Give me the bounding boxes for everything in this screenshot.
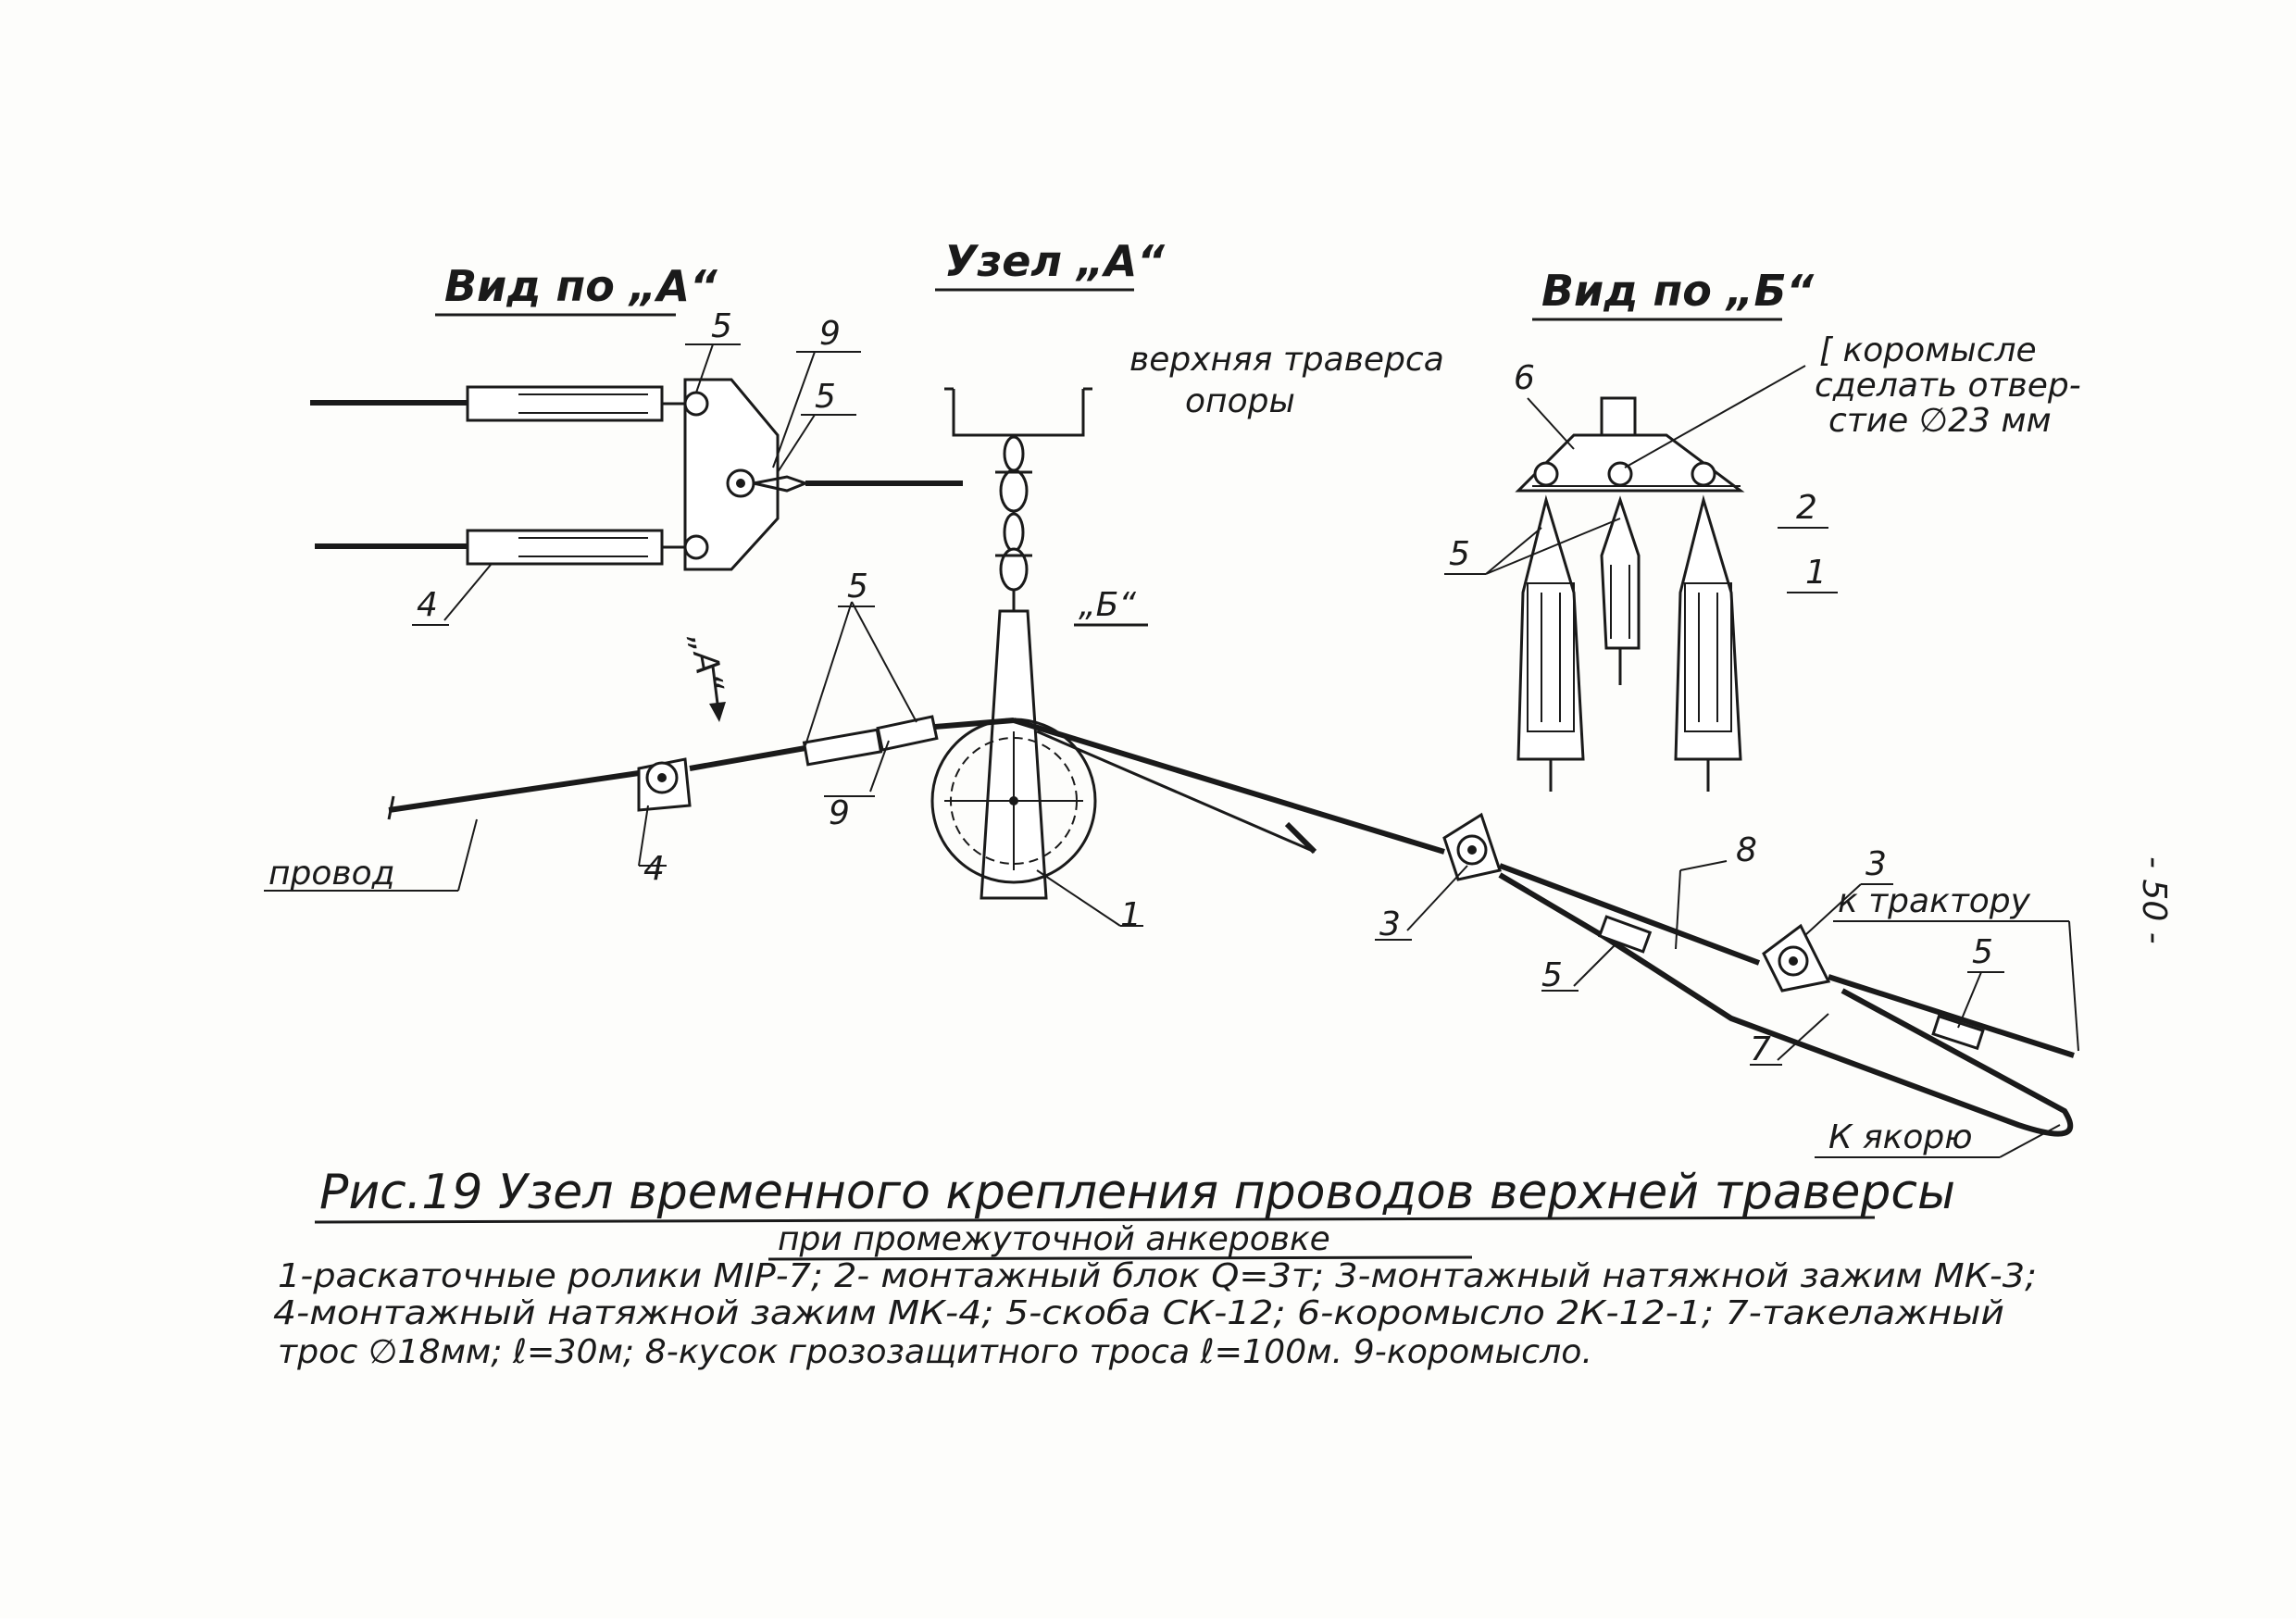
callout-5-mid: 5 (1541, 956, 1563, 994)
callout-8: 8 (1736, 831, 1757, 869)
hole-note-line3: стие ∅23 мм (1828, 402, 2052, 440)
callout-3-first: 3 (1379, 905, 1401, 943)
clamp-3-second (1762, 923, 1831, 993)
callout-5-view-a-top: 5 (711, 307, 732, 345)
callout-3-second: 3 (1866, 845, 1887, 883)
view-b-center-block (1600, 495, 1641, 650)
rope-8 (1498, 863, 1761, 966)
rope-to-tractor (1828, 974, 2075, 1058)
callout-5-view-a-mid: 5 (815, 378, 836, 416)
view-a-upper-clamp (466, 385, 664, 422)
yoke-9 (876, 715, 939, 752)
view-a-lower-clamp (466, 529, 664, 566)
callout-6: 6 (1514, 359, 1535, 397)
to-anchor-label: К якорю (1828, 1118, 1973, 1156)
callout-7: 7 (1750, 1030, 1771, 1068)
clamp-4 (637, 757, 692, 812)
clamp-3-first (1442, 812, 1502, 881)
callout-5-view-b: 5 (1449, 535, 1470, 573)
caption-subtitle: при промежуточной анкеровке (778, 1220, 1330, 1258)
callout-5-right: 5 (1972, 933, 1993, 971)
callout-1-node-a: 1 (1120, 896, 1142, 934)
arrow-b-label: „Б“ (1079, 586, 1136, 624)
callout-4-view-a: 4 (417, 586, 438, 624)
node-a-header: Узел „А“ (944, 236, 1165, 286)
shackle-5-right (1931, 1014, 1985, 1051)
to-tractor-label: к трактору (1838, 882, 2031, 920)
caption-subtitle-underline (767, 1255, 1473, 1261)
crossarm-note-line1: верхняя траверса (1129, 341, 1444, 379)
crossarm-note-line2: опоры (1185, 382, 1295, 420)
callout-4-node-a: 4 (643, 850, 665, 888)
callout-9-view-a: 9 (819, 315, 841, 353)
caption-title: Рис.19 Узел временного крепления проводо… (319, 1165, 1955, 1220)
caption-title-underline (314, 1216, 1876, 1224)
view-b-header: Вид по „Б“ (1541, 266, 1815, 316)
hole-note-line1: [ коромысле (1819, 331, 2037, 369)
pulley-wheel (930, 718, 1097, 884)
wire-label: провод (268, 855, 395, 893)
legend-line-3: трос ∅18мм; ℓ=30м; 8-кусок грозозащитног… (278, 1333, 1592, 1371)
callout-5-node-a: 5 (847, 568, 868, 606)
rope-7-loop (1498, 872, 2074, 1137)
shackle-5-left (802, 728, 883, 767)
arrow-a-label: „А“ (682, 631, 730, 694)
view-a-header: Вид по „А“ (444, 261, 718, 311)
view-a-assembly: 5 9 5 4 (310, 307, 963, 626)
crossarm-channel (952, 389, 1085, 437)
legend-line-2: 4-монтажный натяжной зажим МК-4; 5-скоба… (273, 1294, 2004, 1332)
callout-1-view-b: 1 (1805, 554, 1827, 592)
callout-2: 2 (1796, 489, 1817, 527)
page-number: - 50 - (2135, 856, 2173, 944)
hole-note-line2: сделать отвер- (1815, 367, 2081, 405)
legend-line-1: 1-раскаточные ролики МIР-7; 2- монтажный… (278, 1257, 2037, 1295)
outgoing-rope-lower (1036, 730, 1316, 854)
view-b-assembly: [ коромысле сделать отвер- стие ∅23 мм 6… (1444, 331, 2081, 792)
outgoing-rope-upper (1013, 718, 1445, 855)
shackle-5-mid (1597, 915, 1653, 954)
node-a-assembly: „А“ „Б“ верхняя траверса опоры 5 9 4 1 3… (264, 341, 2079, 1158)
incoming-wire (388, 770, 640, 813)
callout-9-node-a: 9 (829, 794, 850, 832)
